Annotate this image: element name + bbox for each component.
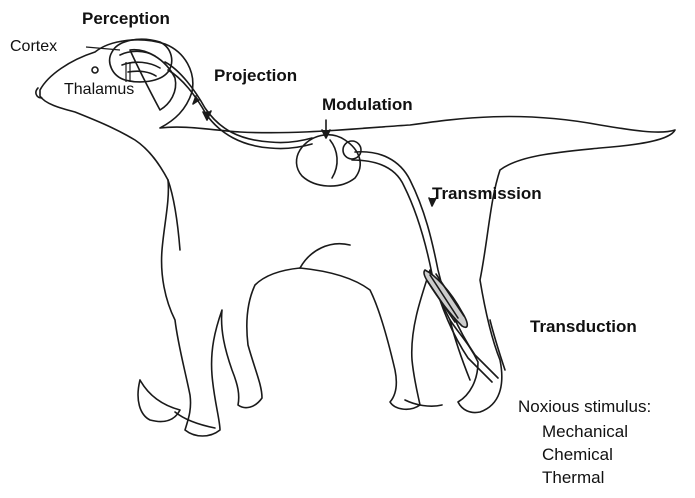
label-cortex: Cortex (10, 39, 57, 55)
label-modulation: Modulation (322, 96, 413, 113)
stimulus-type-thermal: Thermal (542, 469, 604, 486)
stimulus-type-chemical: Chemical (542, 446, 613, 463)
label-thalamus: Thalamus (64, 82, 134, 98)
spinal-cord (296, 135, 360, 186)
stimulus-type-mechanical: Mechanical (542, 423, 628, 440)
label-projection: Projection (214, 67, 297, 84)
label-transduction: Transduction (530, 318, 637, 335)
label-transmission: Transmission (432, 185, 542, 202)
label-noxious-stimulus: Noxious stimulus: (518, 398, 651, 415)
label-perception: Perception (82, 10, 170, 27)
